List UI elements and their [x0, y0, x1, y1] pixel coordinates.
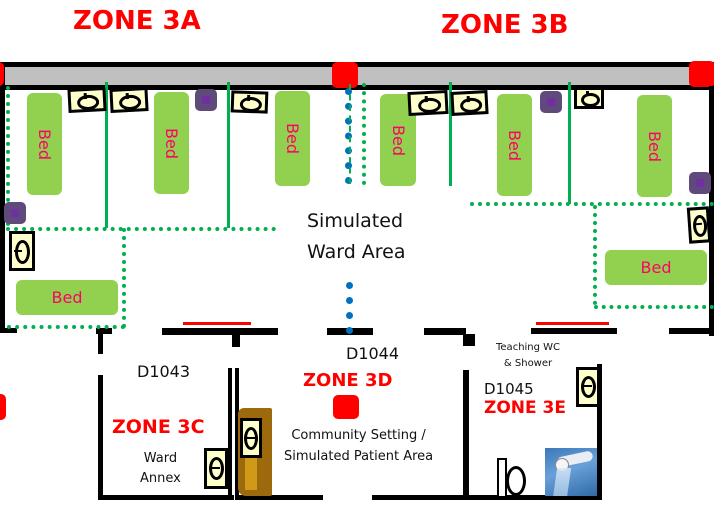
bed-label: Bed — [34, 128, 54, 160]
curtain-line — [449, 82, 452, 186]
bed: Bed — [637, 95, 672, 197]
sink-icon — [450, 90, 489, 116]
bed: Bed — [605, 250, 707, 285]
bed: Bed — [497, 94, 532, 196]
label-line: Ward Area — [307, 241, 406, 263]
label-line: & Shower — [503, 358, 553, 369]
label-line: Simulated Patient Area — [284, 449, 434, 464]
wall-segment — [669, 328, 714, 334]
label-line: Simulated — [307, 210, 404, 232]
wall-segment — [235, 495, 323, 500]
bed-label: Bed — [161, 127, 181, 159]
curtain-line — [568, 82, 571, 204]
wall-segment — [232, 335, 240, 347]
door-marker — [536, 322, 609, 325]
curtain-line — [7, 325, 125, 329]
sink-icon — [574, 87, 604, 109]
sink-icon — [204, 448, 228, 489]
curtain-line — [122, 228, 126, 328]
curtain-line — [362, 83, 366, 185]
divider-line — [345, 88, 352, 184]
wall-segment — [96, 328, 112, 334]
wall-segment — [228, 368, 232, 500]
hand-gel-icon — [540, 91, 562, 113]
wall-left — [0, 86, 5, 330]
bed: Bed — [27, 93, 62, 195]
alarm-marker-icon — [332, 62, 358, 88]
sink-icon — [240, 418, 262, 458]
curtain-line — [593, 205, 597, 305]
bed-label: Bed — [51, 288, 83, 307]
cabinet-door — [245, 458, 257, 490]
wall-segment — [162, 328, 278, 335]
label-line: Community Setting / — [291, 428, 426, 443]
wall-segment — [235, 368, 239, 500]
alarm-marker-icon — [0, 394, 6, 420]
wall-segment — [597, 364, 602, 500]
community-setting-label: Community Setting / Simulated Patient Ar… — [284, 425, 433, 467]
sink-icon — [9, 231, 35, 271]
bed-label: Bed — [282, 123, 302, 154]
alarm-marker-icon — [333, 395, 359, 419]
curtain-line — [594, 305, 714, 309]
curtain-line — [105, 82, 108, 228]
sink-icon — [67, 87, 107, 113]
zone-3b-title: ZONE 3B — [441, 10, 569, 40]
room-d1045: D1045 — [484, 380, 534, 398]
curtain-line — [6, 227, 276, 231]
bed-label: Bed — [644, 130, 664, 162]
wall-segment — [98, 375, 103, 500]
wall-segment — [372, 495, 602, 500]
zone-3a-title: ZONE 3A — [73, 6, 201, 36]
wall-segment — [424, 328, 466, 335]
wall-segment — [98, 334, 103, 354]
label-line: Ward — [143, 451, 178, 466]
divider-line — [346, 282, 353, 334]
label-line: Teaching WC — [496, 342, 561, 353]
bed-label: Bed — [504, 129, 524, 161]
room-d1043: D1043 — [137, 362, 191, 381]
hand-gel-icon — [4, 202, 26, 224]
wall-segment — [463, 334, 475, 346]
sink-icon — [230, 90, 269, 114]
door-marker — [183, 322, 251, 325]
curtain-line — [227, 82, 230, 228]
hand-gel-icon — [195, 89, 217, 111]
alarm-marker-icon — [689, 61, 714, 87]
zone-3d-title: ZONE 3D — [303, 370, 393, 391]
room-d1044: D1044 — [346, 344, 400, 363]
label-line: Annex — [140, 471, 181, 486]
bed-label: Bed — [388, 124, 408, 156]
shower-icon — [545, 448, 597, 496]
ward-annex-label: Ward Annex — [140, 449, 181, 489]
curtain-line — [349, 84, 351, 184]
wall-segment — [98, 495, 234, 500]
zone-3e-title: ZONE 3E — [484, 398, 566, 418]
hand-gel-icon — [689, 172, 711, 194]
bed-label: Bed — [640, 258, 672, 277]
teaching-wc-label: Teaching WC & Shower — [496, 340, 560, 372]
sink-icon — [109, 87, 149, 113]
wall-segment — [0, 328, 17, 333]
simulated-ward-area-label: Simulated Ward Area — [307, 206, 406, 268]
bed: Bed — [16, 280, 118, 315]
bed: Bed — [275, 91, 310, 186]
curtain-line — [6, 86, 10, 226]
curtain-line — [470, 202, 714, 206]
sink-icon — [686, 206, 712, 244]
alarm-marker-icon — [0, 62, 4, 86]
wall-segment — [463, 370, 469, 498]
zone-3c-title: ZONE 3C — [112, 416, 205, 438]
sink-icon — [407, 89, 449, 117]
sink-icon — [576, 367, 600, 407]
wall-segment — [531, 328, 617, 334]
toilet-icon — [497, 458, 527, 498]
wall-right — [709, 86, 714, 336]
bed: Bed — [154, 92, 189, 194]
